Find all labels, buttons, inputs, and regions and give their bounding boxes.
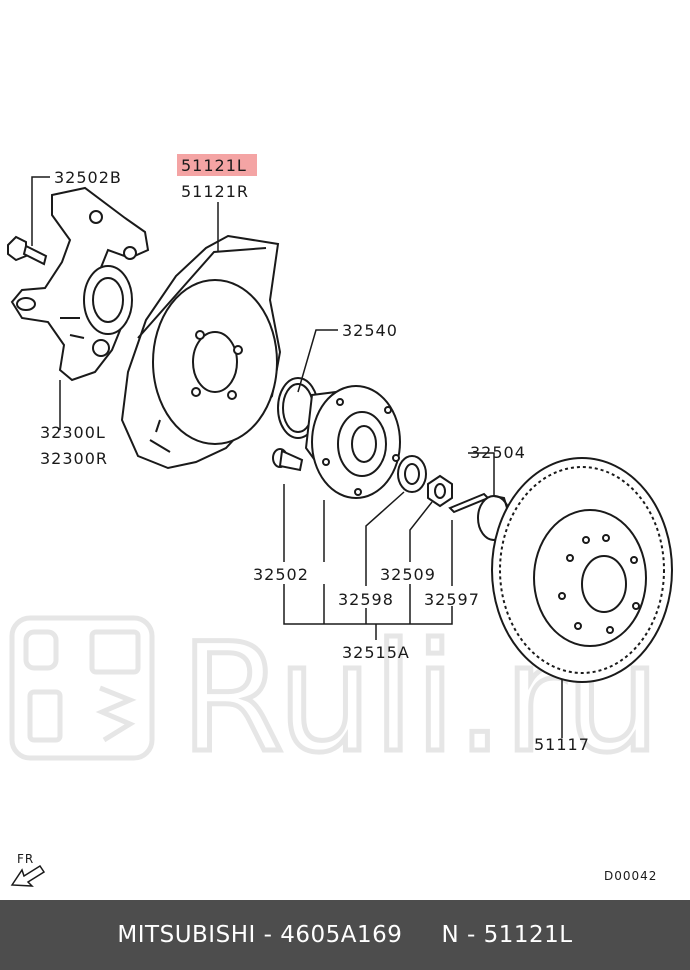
brake-disc bbox=[491, 457, 673, 683]
leader-lines bbox=[31, 176, 563, 738]
diagram-svg: Ruli.ru bbox=[7, 154, 673, 887]
watermark-door-icon bbox=[89, 629, 141, 675]
watermark-spring-icon bbox=[95, 685, 137, 743]
label-32598[interactable]: 32598 bbox=[338, 590, 394, 609]
diagram-code: D00042 bbox=[604, 869, 657, 883]
parts-diagram: Ruli.ru bbox=[7, 154, 673, 887]
footer-separator: - bbox=[255, 922, 281, 948]
dust-shield bbox=[120, 234, 282, 470]
watermark bbox=[9, 615, 155, 761]
label-32540[interactable]: 32540 bbox=[342, 321, 398, 340]
hub-nut bbox=[427, 474, 453, 508]
label-32509[interactable]: 32509 bbox=[380, 565, 436, 584]
label-32300L[interactable]: 32300L bbox=[40, 423, 106, 442]
label-32502B[interactable]: 32502B bbox=[54, 168, 122, 187]
footer-ref-prefix: N - bbox=[441, 922, 484, 948]
footer-ref: 51121L bbox=[483, 922, 573, 948]
label-32502[interactable]: 32502 bbox=[253, 565, 309, 584]
label-32515A[interactable]: 32515A bbox=[342, 643, 410, 662]
watermark-bottle-icon bbox=[27, 689, 63, 743]
hub-bolt bbox=[272, 448, 304, 472]
knuckle-bolt bbox=[7, 235, 48, 266]
wheel-hub bbox=[304, 385, 401, 499]
label-51121L[interactable]: 51121L bbox=[181, 156, 247, 175]
label-32504[interactable]: 32504 bbox=[470, 443, 526, 462]
steering-knuckle bbox=[10, 186, 150, 382]
watermark-bulb-icon bbox=[23, 629, 59, 671]
front-arrow-icon bbox=[10, 864, 46, 887]
label-51121R[interactable]: 51121R bbox=[181, 182, 249, 201]
footer-brand: MITSUBISHI bbox=[117, 922, 256, 948]
footer-part-number: 4605A169 bbox=[280, 922, 403, 948]
label-32300R[interactable]: 32300R bbox=[40, 449, 108, 468]
label-51117[interactable]: 51117 bbox=[534, 735, 590, 754]
label-highlight bbox=[177, 154, 257, 176]
label-32597[interactable]: 32597 bbox=[424, 590, 480, 609]
footer-gap bbox=[402, 922, 441, 948]
watermark-logo-frame bbox=[9, 615, 155, 761]
front-marker-label: FR bbox=[17, 852, 34, 866]
wheel-bearing bbox=[397, 455, 427, 493]
footer-bar: MITSUBISHI - 4605A169 N - 51121L bbox=[0, 900, 690, 970]
